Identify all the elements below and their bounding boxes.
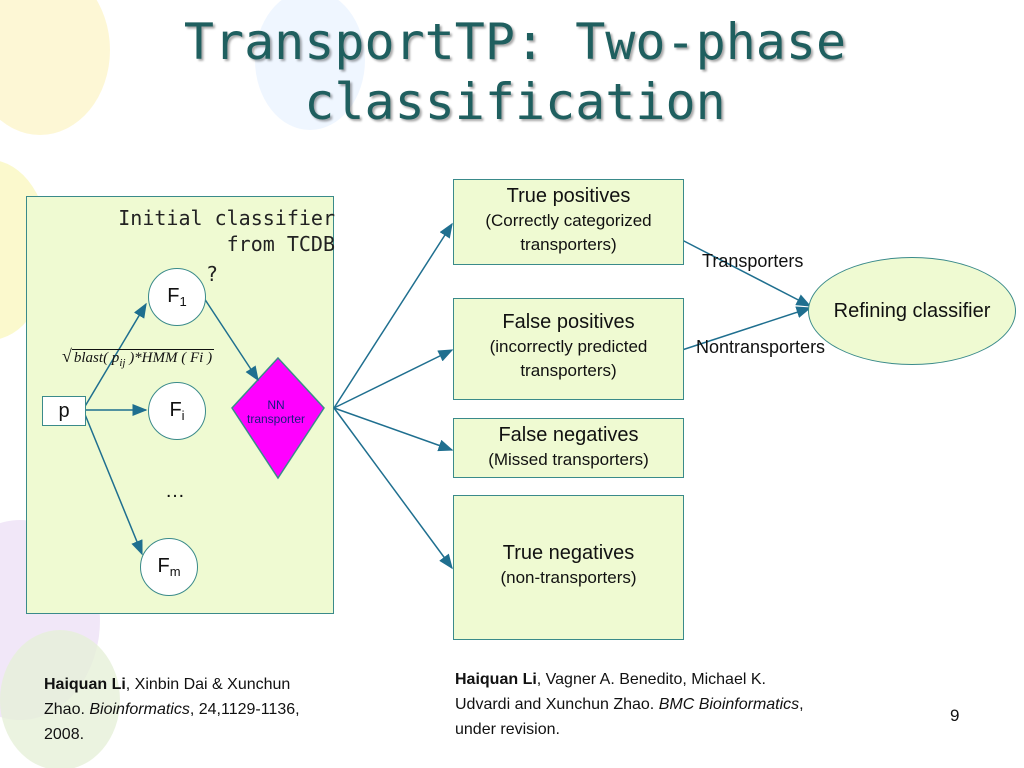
true-negatives-title: True negatives	[454, 540, 683, 566]
true-positives-box: True positives (Correctly categorized tr…	[453, 179, 684, 265]
initial-classifier-label: Initial classifier from TCDB	[110, 205, 335, 257]
feature-fm-label: Fm	[157, 555, 180, 579]
true-positives-title: True positives	[454, 183, 683, 209]
initial-classifier-line-2: from TCDB	[110, 231, 335, 257]
arrow-nn-to-false-positives	[334, 350, 452, 408]
arrow-nn-to-false-negatives	[334, 408, 452, 450]
page-number: 9	[950, 706, 959, 726]
false-negatives-title: False negatives	[454, 422, 683, 448]
nontransporters-label: Nontransporters	[696, 337, 825, 358]
nn-transporter-label: NN transporter	[236, 398, 316, 426]
feature-f1-node: F1	[148, 268, 206, 326]
transporters-label: Transporters	[702, 251, 803, 272]
false-positives-desc-1: (incorrectly predicted	[454, 335, 683, 359]
reference-right: Haiquan Li, Vagner A. Benedito, Michael …	[455, 667, 905, 742]
false-positives-title: False positives	[454, 309, 683, 335]
arrow-p-to-fm	[84, 412, 142, 554]
arrow-nn-to-true-positives	[334, 224, 452, 408]
initial-classifier-line-1: Initial classifier	[110, 205, 335, 231]
feature-f1-label: F1	[167, 285, 186, 309]
arrow-true-positives-to-refining	[682, 240, 810, 306]
false-positives-desc-2: transporters)	[454, 359, 683, 383]
reference-left: Haiquan Li, Xinbin Dai & Xunchun Zhao. B…	[44, 672, 374, 747]
false-positives-box: False positives (incorrectly predicted t…	[453, 298, 684, 400]
feature-fm-node: Fm	[140, 538, 198, 596]
false-negatives-box: False negatives (Missed transporters)	[453, 418, 684, 478]
refining-classifier-node: Refining classifier	[808, 257, 1016, 365]
input-p-label: p	[58, 400, 69, 423]
refining-classifier-label: Refining classifier	[834, 300, 991, 323]
true-positives-desc-2: transporters)	[454, 233, 683, 257]
arrow-nn-to-true-negatives	[334, 408, 452, 568]
true-positives-desc-1: (Correctly categorized	[454, 209, 683, 233]
feature-fi-node: Fi	[148, 382, 206, 440]
false-negatives-desc: (Missed transporters)	[454, 448, 683, 472]
question-mark: ?	[206, 262, 218, 286]
true-negatives-box: True negatives (non-transporters)	[453, 495, 684, 640]
feature-fi-label: Fi	[169, 399, 184, 423]
true-negatives-desc: (non-transporters)	[454, 566, 683, 590]
formula-label: √blast( pij )*HMM ( Fi )	[62, 346, 214, 369]
input-p-box: p	[42, 396, 86, 426]
ellipsis: …	[165, 480, 185, 503]
